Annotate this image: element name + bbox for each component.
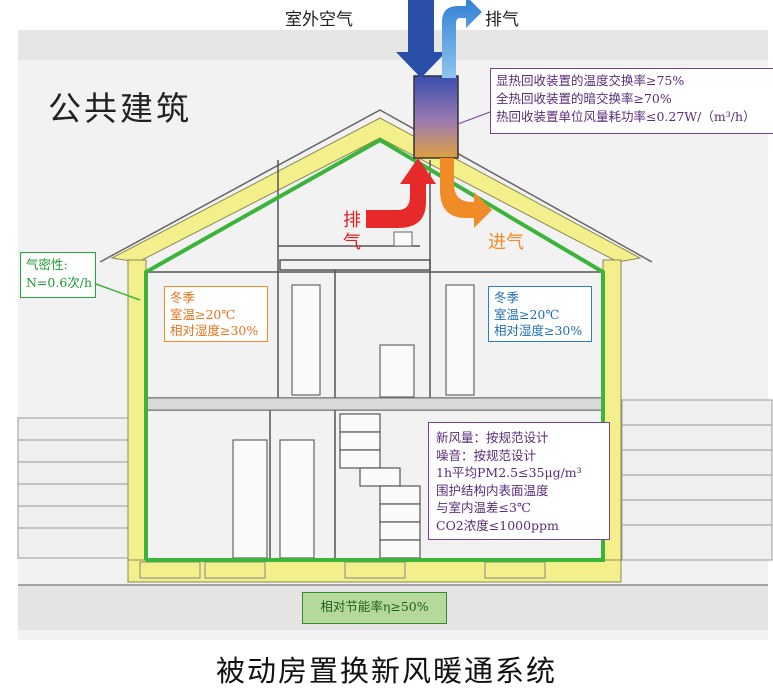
airtightness-line: N=0.6次/h (26, 275, 93, 290)
exhaust-inner-label: 排气 (343, 210, 361, 253)
fresh-air-line: CO2浓度≤1000ppm (436, 517, 559, 533)
supply-air-label: 进气 (488, 232, 524, 253)
foundation (139, 561, 546, 579)
winter-left-line: 室温≥20℃ (170, 306, 236, 322)
supply-air-arrow (440, 158, 492, 228)
hrv-spec-line: 全热回收装置的暗交换率≥70% (496, 91, 672, 106)
airtightness-line: 气密性: (26, 257, 68, 272)
heat-recovery-unit (413, 75, 459, 159)
fresh-air-line: 与室内温差≤3℃ (436, 500, 531, 515)
airtight-layer-line (144, 137, 605, 562)
winter-left-line: 冬季 (170, 290, 196, 305)
fresh-air-line: 新风量：按规范设计 (436, 430, 549, 445)
hrv-spec-box: 显热回收装置的温度交换率≥75% 全热回收装置的暗交换率≥70% 热回收装置单位… (490, 68, 773, 134)
staircase (339, 413, 421, 559)
winter-right-line: 室温≥20℃ (494, 306, 560, 322)
energy-saving-box: 相对节能率η≥50% (302, 592, 447, 624)
exhaust-top-label: 排气 (485, 10, 519, 30)
floor-slab (145, 397, 604, 411)
outdoor-air-arrow (396, 0, 446, 78)
airtightness-box: 气密性: N=0.6次/h (20, 252, 96, 298)
fresh-air-line: 噪音：按规范设计 (436, 447, 537, 463)
winter-left-box: 冬季 室温≥20℃ 相对湿度≥30% (164, 286, 268, 342)
doors (232, 284, 475, 559)
public-building-title: 公共建筑 (48, 89, 192, 128)
hrv-spec-line: 显热回收装置的温度交换率≥75% (496, 73, 685, 88)
hrv-spec-line: 热回收装置单位风量耗功率≤0.27W/（m³/h） (496, 109, 756, 124)
right-fence (621, 399, 773, 561)
left-fence (17, 417, 129, 559)
winter-right-line: 冬季 (494, 290, 520, 305)
fresh-air-line: 围护结构内表面温度 (436, 482, 549, 498)
winter-left-line: 相对湿度≥30% (170, 323, 259, 338)
fresh-air-spec-box: 新风量：按规范设计 噪音：按规范设计 1h平均PM2.5≤35μg/m³ 围护结… (428, 422, 610, 540)
left-wall-insulation (127, 259, 147, 579)
top-exhaust-arrow (442, 0, 482, 78)
inner-exhaust-arrow (366, 158, 436, 228)
fresh-air-line: 1h平均PM2.5≤35μg/m³ (436, 465, 582, 480)
diagram-caption: 被动房置换新风暖通系统 (215, 654, 557, 688)
winter-right-box: 冬季 室温≥20℃ 相对湿度≥30% (488, 286, 592, 342)
outdoor-air-label: 室外空气 (285, 10, 353, 30)
winter-right-line: 相对湿度≥30% (494, 323, 583, 338)
